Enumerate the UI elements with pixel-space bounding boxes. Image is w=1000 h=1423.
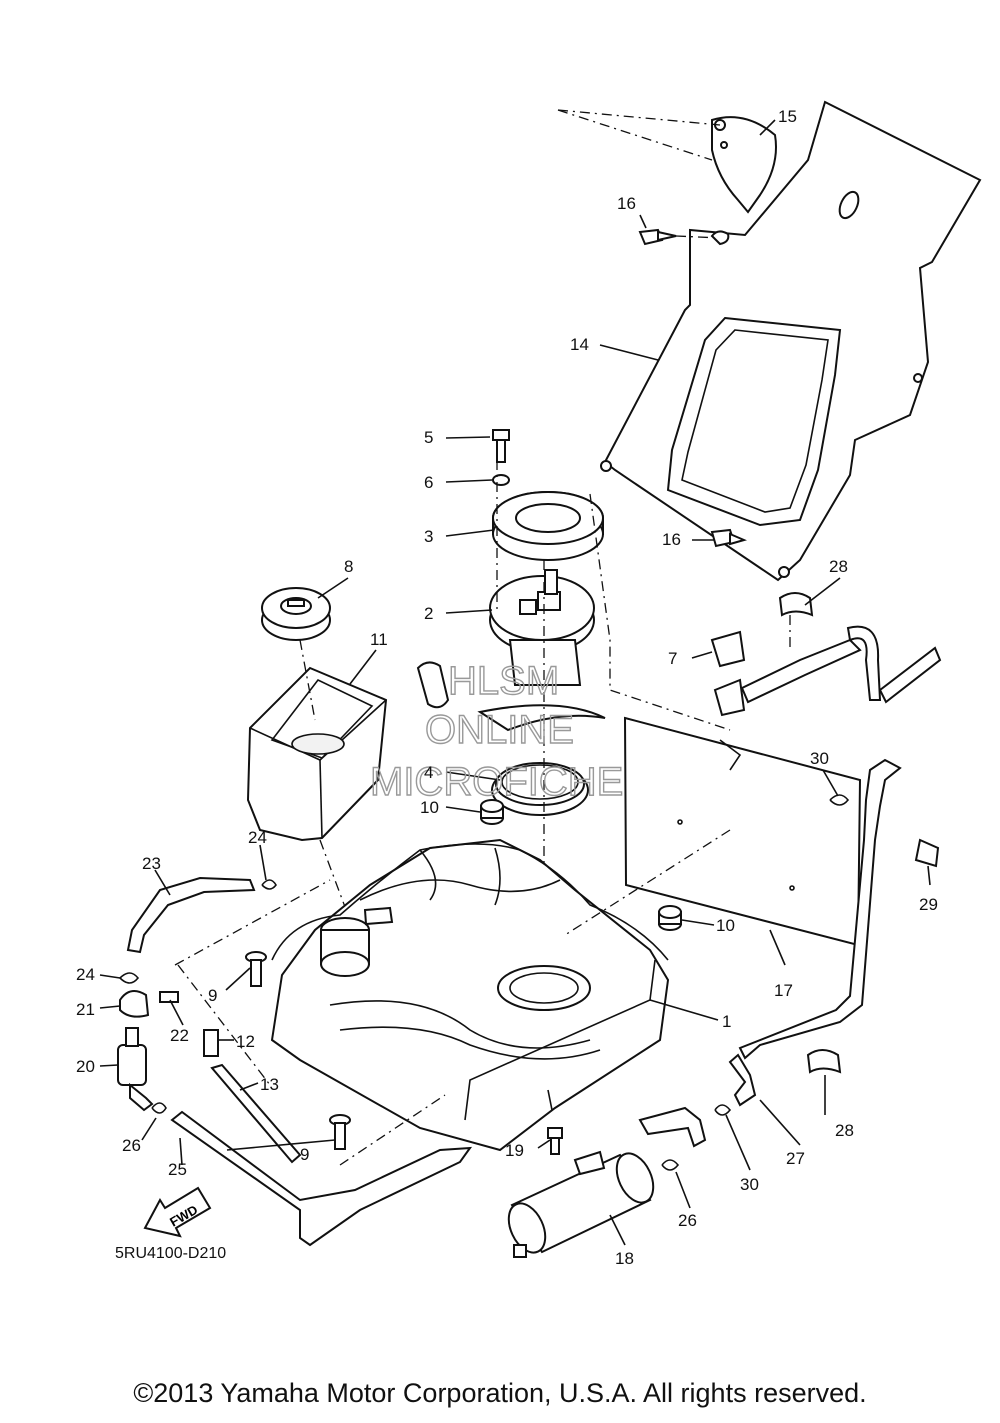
bolt-19 [547, 1127, 563, 1155]
part-label: 27 [786, 1149, 805, 1168]
part-label: 28 [835, 1121, 854, 1140]
nut-10-top [480, 799, 504, 825]
part-label: 16 [662, 530, 681, 549]
part-label: 28 [829, 557, 848, 576]
part-label: 29 [919, 895, 938, 914]
part-label: 26 [122, 1136, 141, 1155]
part-label: 1 [722, 1012, 731, 1031]
part-label: 3 [424, 527, 433, 546]
fuel-filter-18 [507, 1150, 655, 1258]
part-label: 24 [76, 965, 95, 984]
part-label: 20 [76, 1057, 95, 1076]
bolt-9-top [245, 951, 267, 987]
fuel-tank-1 [270, 838, 670, 1152]
rivet-16-bottom [710, 528, 747, 548]
part-labels: 1 2 3 4 5 6 7 8 9 9 10 10 11 12 13 14 15… [76, 107, 938, 1268]
washer-6 [492, 474, 510, 486]
clip-24-top [261, 879, 277, 890]
part-label: 18 [615, 1249, 634, 1268]
clamp-28-bottom [806, 1049, 842, 1074]
filler-cap-8 [261, 587, 331, 641]
part-label: 6 [424, 473, 433, 492]
hose-13 [210, 1063, 302, 1164]
part-label: 21 [76, 1000, 95, 1019]
part-label: 24 [248, 828, 267, 847]
bracket-21 [119, 990, 150, 1018]
fitting-12 [203, 1029, 219, 1057]
svg-text:MICROFICHE: MICROFICHE [370, 760, 623, 804]
part-label: 4 [424, 763, 433, 782]
part-label: 23 [142, 854, 161, 873]
part-label: 30 [810, 749, 829, 768]
part-label: 13 [260, 1075, 279, 1094]
part-label: 22 [170, 1026, 189, 1045]
bolt-5 [492, 429, 510, 463]
copyright-notice: ©2013 Yamaha Motor Corporation, U.S.A. A… [133, 1378, 867, 1408]
fitting-29 [914, 838, 940, 868]
part-label: 5 [424, 428, 433, 447]
bolt-9-bottom [329, 1114, 351, 1150]
part-label: 8 [344, 557, 353, 576]
clamp-28-top [778, 592, 814, 617]
fuel-pump-2 [416, 569, 606, 732]
part-label: 10 [716, 916, 735, 935]
part-label: 9 [208, 986, 217, 1005]
connector-7 [710, 630, 746, 717]
nut-10-right [658, 905, 682, 931]
leader-lines [99, 119, 931, 1246]
bolt-22 [159, 991, 179, 1003]
hose-25 [170, 1110, 473, 1247]
rivet-16-top [638, 228, 730, 246]
clip-30-top [829, 794, 850, 806]
lock-ring-4 [491, 762, 589, 816]
part-label: 9 [300, 1145, 309, 1164]
part-label: 10 [420, 798, 439, 817]
part-label: 11 [370, 630, 388, 649]
svg-text:HLSM: HLSM [448, 659, 559, 703]
retainer-plate-3 [492, 491, 604, 561]
hose-lower-right [638, 1106, 707, 1148]
svg-text:ONLINE: ONLINE [425, 708, 574, 752]
clip-30-bottom [714, 1104, 732, 1116]
part-label: 19 [505, 1141, 524, 1160]
cover-15 [557, 109, 777, 214]
part-label: 14 [570, 335, 589, 354]
part-label: 12 [236, 1032, 255, 1051]
filler-tray-11 [246, 666, 388, 842]
part-label: 30 [740, 1175, 759, 1194]
part-label: 25 [168, 1160, 187, 1179]
part-label: 26 [678, 1211, 697, 1230]
part-label: 16 [617, 194, 636, 213]
fwd-arrow: FWD [143, 1186, 212, 1238]
diagram-reference-code: 5RU4100-D210 [115, 1245, 227, 1262]
part-label: 2 [424, 604, 433, 623]
hose-27 [728, 1053, 757, 1107]
hose-right-long [738, 758, 902, 1060]
clip-24-left [119, 972, 140, 984]
watermark: HLSM ONLINE MICROFICHE [369, 658, 624, 804]
part-label: 15 [778, 107, 797, 126]
clip-26-bottom [661, 1159, 680, 1171]
hose-23 [126, 876, 256, 954]
filter-20 [117, 1027, 154, 1112]
shield-plate [600, 100, 982, 582]
hose-upper-right [740, 625, 942, 704]
part-label: 17 [774, 981, 793, 1000]
clip-26-left [151, 1102, 167, 1114]
part-label: 7 [668, 649, 677, 668]
